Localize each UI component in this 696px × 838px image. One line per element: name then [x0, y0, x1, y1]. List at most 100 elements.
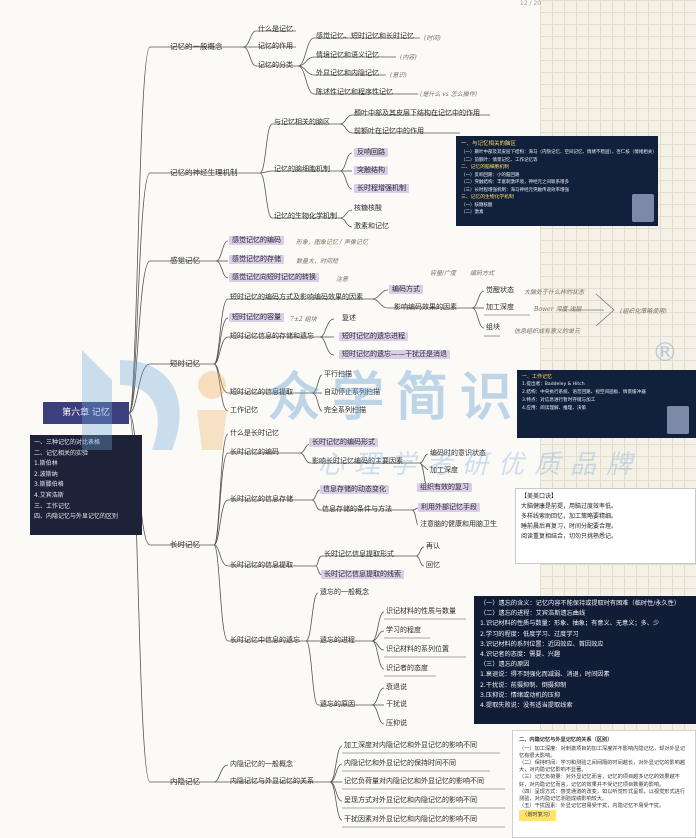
node-short-forget-process[interactable]: 短时记忆的遗忘进程 [339, 332, 408, 341]
node-cell-mechanism[interactable]: 记忆的脑细胞机制 [274, 165, 330, 173]
node-rel-mode[interactable]: 呈现方式对外显记忆和内隐记忆的影响不同 [344, 796, 477, 804]
node-store-method[interactable]: 信息存储的条件与方法 [322, 505, 392, 513]
node-class-content[interactable]: 情境记忆和语义记忆 [316, 51, 379, 59]
node-forget-cause[interactable]: 遗忘的原因 [320, 700, 355, 708]
node-class-declarative[interactable]: 陈述性记忆和程序性记忆 [316, 88, 393, 96]
node-ltp[interactable]: 长时程增强机制 [354, 184, 409, 193]
node-implicit-concept[interactable]: 内隐记忆的一般概念 [230, 760, 293, 768]
branch-general[interactable]: 记忆的一般概念 [170, 42, 223, 51]
node-serial-position[interactable]: 识记材料的系列位置 [386, 645, 449, 653]
node-learning-degree[interactable]: 学习的程度 [386, 626, 421, 634]
node-what-is-long[interactable]: 什么是长时记忆 [230, 429, 279, 437]
node-repression[interactable]: 压抑说 [386, 719, 407, 727]
node-review[interactable]: 组织有效的复习 [417, 483, 472, 492]
legend-item[interactable]: 三、工作记忆 [34, 502, 71, 510]
node-decay[interactable]: 衰退说 [386, 683, 407, 691]
note-depth: Bower 深度 浅层 [534, 306, 582, 313]
node-long-store[interactable]: 长时记忆的信息存储 [230, 495, 293, 503]
note-class-content: (内容) [400, 54, 417, 61]
node-temporal-lobe[interactable]: 颞叶中部及其皮层下结构在记忆中的作用 [354, 109, 480, 117]
neuro-video-panel[interactable]: 一、与记忆相关的脑区 （一）颞叶中部及其皮层下结构：海马（内隐记忆、空间记忆、情… [456, 136, 658, 226]
node-sensory-storage[interactable]: 感觉记忆的存储 [229, 255, 284, 264]
note-sensory-transfer: 注意 [336, 276, 349, 283]
node-long-forget[interactable]: 长时记忆中信息的遗忘 [230, 636, 300, 644]
note-sensory-storage: 数量大，时间短 [296, 258, 339, 265]
node-self-terminating[interactable]: 自动停止系列扫描 [324, 388, 380, 396]
node-chunk[interactable]: 组块 [486, 323, 500, 331]
node-what-is-memory[interactable]: 什么是记忆 [258, 25, 293, 33]
forgetting-panel: （一）遗忘的含义：记忆内容不能保持或提取时有困难（临时性/永久性） （二）遗忘的… [474, 596, 696, 724]
node-brain-areas[interactable]: 与记忆相关的脑区 [274, 118, 330, 126]
branch-sensory[interactable]: 感觉记忆 [170, 256, 200, 265]
presenter-thumbnail [632, 194, 654, 222]
short-video-panel[interactable]: 一、工作记忆 1.提出者：Baddeley & Hitch 2.结构：中央执行系… [517, 370, 696, 438]
node-short-forget-cause[interactable]: 短时记忆的遗忘——干扰还是消退 [339, 350, 450, 359]
legend-item[interactable]: 一、三种记忆的对比表格 [34, 439, 101, 446]
node-brain-health[interactable]: 注意脑的健康和用脑卫生 [420, 520, 497, 528]
node-rna[interactable]: 核糖核酸 [354, 204, 382, 212]
node-short-retrieve[interactable]: 短时记忆的信息提取 [230, 388, 293, 396]
root-node[interactable]: 第六章 记忆 [43, 402, 129, 424]
legend-item[interactable]: 4.艾宾浩斯 [34, 491, 64, 499]
node-forget-concept[interactable]: 遗忘的一般概念 [320, 588, 369, 596]
node-reverberating[interactable]: 反响回路 [354, 148, 388, 157]
node-depth[interactable]: 加工深度 [486, 303, 514, 311]
node-sensory-transfer[interactable]: 感觉记忆向短时记忆的转换 [229, 273, 319, 282]
branch-implicit[interactable]: 内隐记忆 [170, 777, 200, 786]
node-retrieve-form[interactable]: 长时记忆信息提取形式 [324, 550, 394, 558]
node-short-store[interactable]: 短时记忆信息的存储和遗忘 [230, 332, 314, 340]
branch-long[interactable]: 长时记忆 [170, 540, 200, 549]
forget-line: 4.识记者的态度：需要、兴趣 [480, 651, 561, 659]
node-rel-load[interactable]: 记忆负荷量对内隐记忆和外显记忆的影响不同 [344, 777, 484, 785]
node-long-retrieve[interactable]: 长时记忆的信息提取 [230, 561, 293, 569]
node-rel-depth[interactable]: 加工深度对内隐记忆和外显记忆的影响不同 [344, 741, 477, 749]
panel-line: （一）核糖核酸 [461, 202, 493, 208]
legend-item[interactable]: 二、记忆相关的实验 [34, 449, 89, 457]
tips-line: 大脑健康是前提，用脑过度效率低。 [521, 503, 618, 510]
node-interference[interactable]: 干扰说 [386, 700, 407, 708]
note-class-declarative: (是什么 vs 怎么操作) [420, 91, 477, 98]
node-forget-process[interactable]: 遗忘的进程 [320, 636, 355, 644]
node-biochem[interactable]: 记忆的生物化学机制 [274, 212, 337, 220]
node-working-memory[interactable]: 工作记忆 [230, 406, 258, 414]
node-synapse[interactable]: 突触结构 [354, 166, 388, 175]
node-store-dynamic[interactable]: 信息存储的动态变化 [320, 485, 389, 494]
legend-item[interactable]: 1.斯伯林 [34, 460, 58, 468]
legend-item[interactable]: 3.斯滕伯格 [34, 481, 64, 489]
forget-line: （一）遗忘的含义：记忆内容不能保持或提取时有困难（临时性/永久性） [480, 600, 681, 607]
branch-neuro[interactable]: 记忆的神经生理机制 [170, 168, 238, 177]
legend-item[interactable]: 2.波斯纳 [34, 470, 58, 478]
node-long-encoding-factor[interactable]: 影响长时记忆编码的主要因素 [312, 457, 403, 465]
node-exhaustive[interactable]: 完全系列扫描 [324, 406, 366, 414]
node-short-capacity[interactable]: 短时记忆的容量 [229, 313, 284, 322]
node-long-encoding-form[interactable]: 长时记忆的编码形式 [309, 438, 378, 447]
node-arousal[interactable]: 觉醒状态 [486, 286, 514, 294]
node-material-nature[interactable]: 识记材料的性质与数量 [386, 607, 456, 615]
node-implicit-relation[interactable]: 内隐记忆与外显记忆的关系 [230, 777, 314, 785]
node-long-encoding[interactable]: 长时记忆的编码 [230, 448, 279, 456]
node-rel-interference[interactable]: 干扰因素对外显记忆和内隐记忆的影响不同 [344, 815, 477, 823]
node-class-conscious[interactable]: 外显记忆和内隐记忆 [316, 69, 379, 77]
node-class-time[interactable]: 感觉记忆、短时记忆和长时记忆 [316, 32, 414, 40]
node-short-encoding[interactable]: 短时记忆的编码方式及影响编码效果的因素 [230, 293, 363, 301]
node-memory-class[interactable]: 记忆的分类 [258, 61, 293, 69]
node-attitude[interactable]: 识记者的态度 [386, 664, 428, 672]
node-rehearsal[interactable]: 复述 [342, 314, 356, 322]
notes-line: （一）加工深度：对刺激项目的加工深度并不影响内隐记忆，却对外显记忆有很大影响。 [519, 745, 686, 759]
node-retrieve-cue[interactable]: 长时记忆信息提取的线索 [321, 570, 404, 579]
branch-short[interactable]: 短时记忆 [170, 359, 200, 368]
node-memory-role[interactable]: 记忆的作用 [258, 42, 293, 50]
node-encoding-factor[interactable]: 影响编码效果的因素 [394, 303, 457, 311]
node-recognition[interactable]: 再认 [426, 542, 440, 550]
node-recall[interactable]: 回忆 [426, 561, 440, 569]
legend-item[interactable]: 四、内隐记忆与外显记忆的区别 [34, 513, 119, 521]
node-hormone[interactable]: 激素和记忆 [354, 222, 389, 230]
node-encoding-conscious[interactable]: 编码时的意识状态 [430, 449, 486, 457]
node-encoding-depth[interactable]: 加工深度 [430, 466, 458, 474]
node-parallel-scan[interactable]: 平行扫描 [324, 370, 352, 378]
node-rel-time[interactable]: 内隐记忆和外显记忆的保持时间不同 [344, 759, 456, 767]
node-sensory-encoding[interactable]: 感觉记忆的编码 [229, 236, 284, 245]
node-encoding-way[interactable]: 编码方式 [389, 285, 423, 294]
node-prefrontal[interactable]: 前额叶在记忆中的作用 [354, 127, 424, 135]
node-external-aid[interactable]: 利用外部记忆手段 [418, 503, 480, 512]
